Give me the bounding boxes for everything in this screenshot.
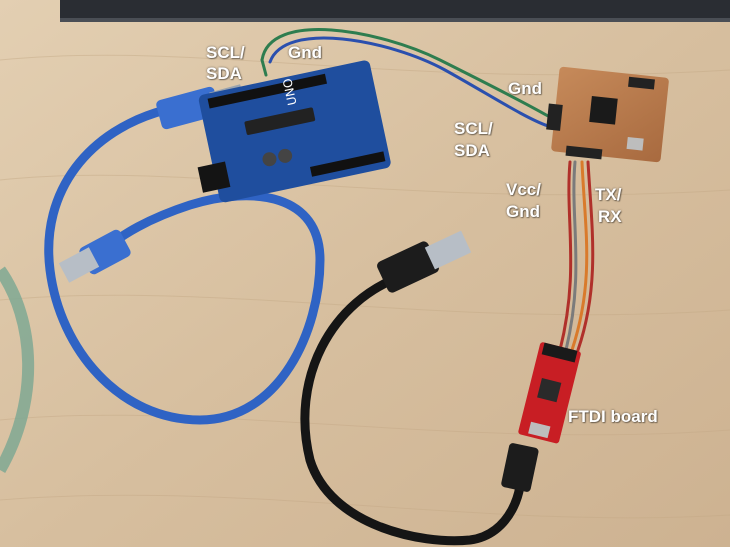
label-arduino-gnd: Gnd [288, 43, 322, 62]
label-pcb-scl: SCL/ [454, 119, 493, 138]
label-pcb-gnd: Gnd [508, 79, 542, 98]
label-pcb-sda: SDA [454, 141, 490, 160]
label-arduino-scl: SCL/ [206, 43, 245, 62]
label-ftdi-board: FTDI board [568, 407, 658, 426]
arduino-uno-board: UNO [197, 60, 391, 203]
label-tx: TX/ [595, 185, 622, 204]
i2c-wires [260, 28, 550, 128]
serial-wires [558, 160, 595, 352]
monitor-base [60, 0, 730, 20]
black-usb-cable [300, 230, 539, 546]
ftdi-board [518, 342, 581, 444]
uno-logo-text: UNO [280, 77, 299, 107]
label-vcc: Vcc/ [506, 180, 541, 199]
green-cable [0, 266, 35, 473]
label-vcc-gnd: Gnd [506, 202, 540, 221]
label-arduino-sda: SDA [206, 64, 242, 83]
label-rx: RX [598, 207, 622, 226]
custom-pcb [546, 66, 669, 163]
